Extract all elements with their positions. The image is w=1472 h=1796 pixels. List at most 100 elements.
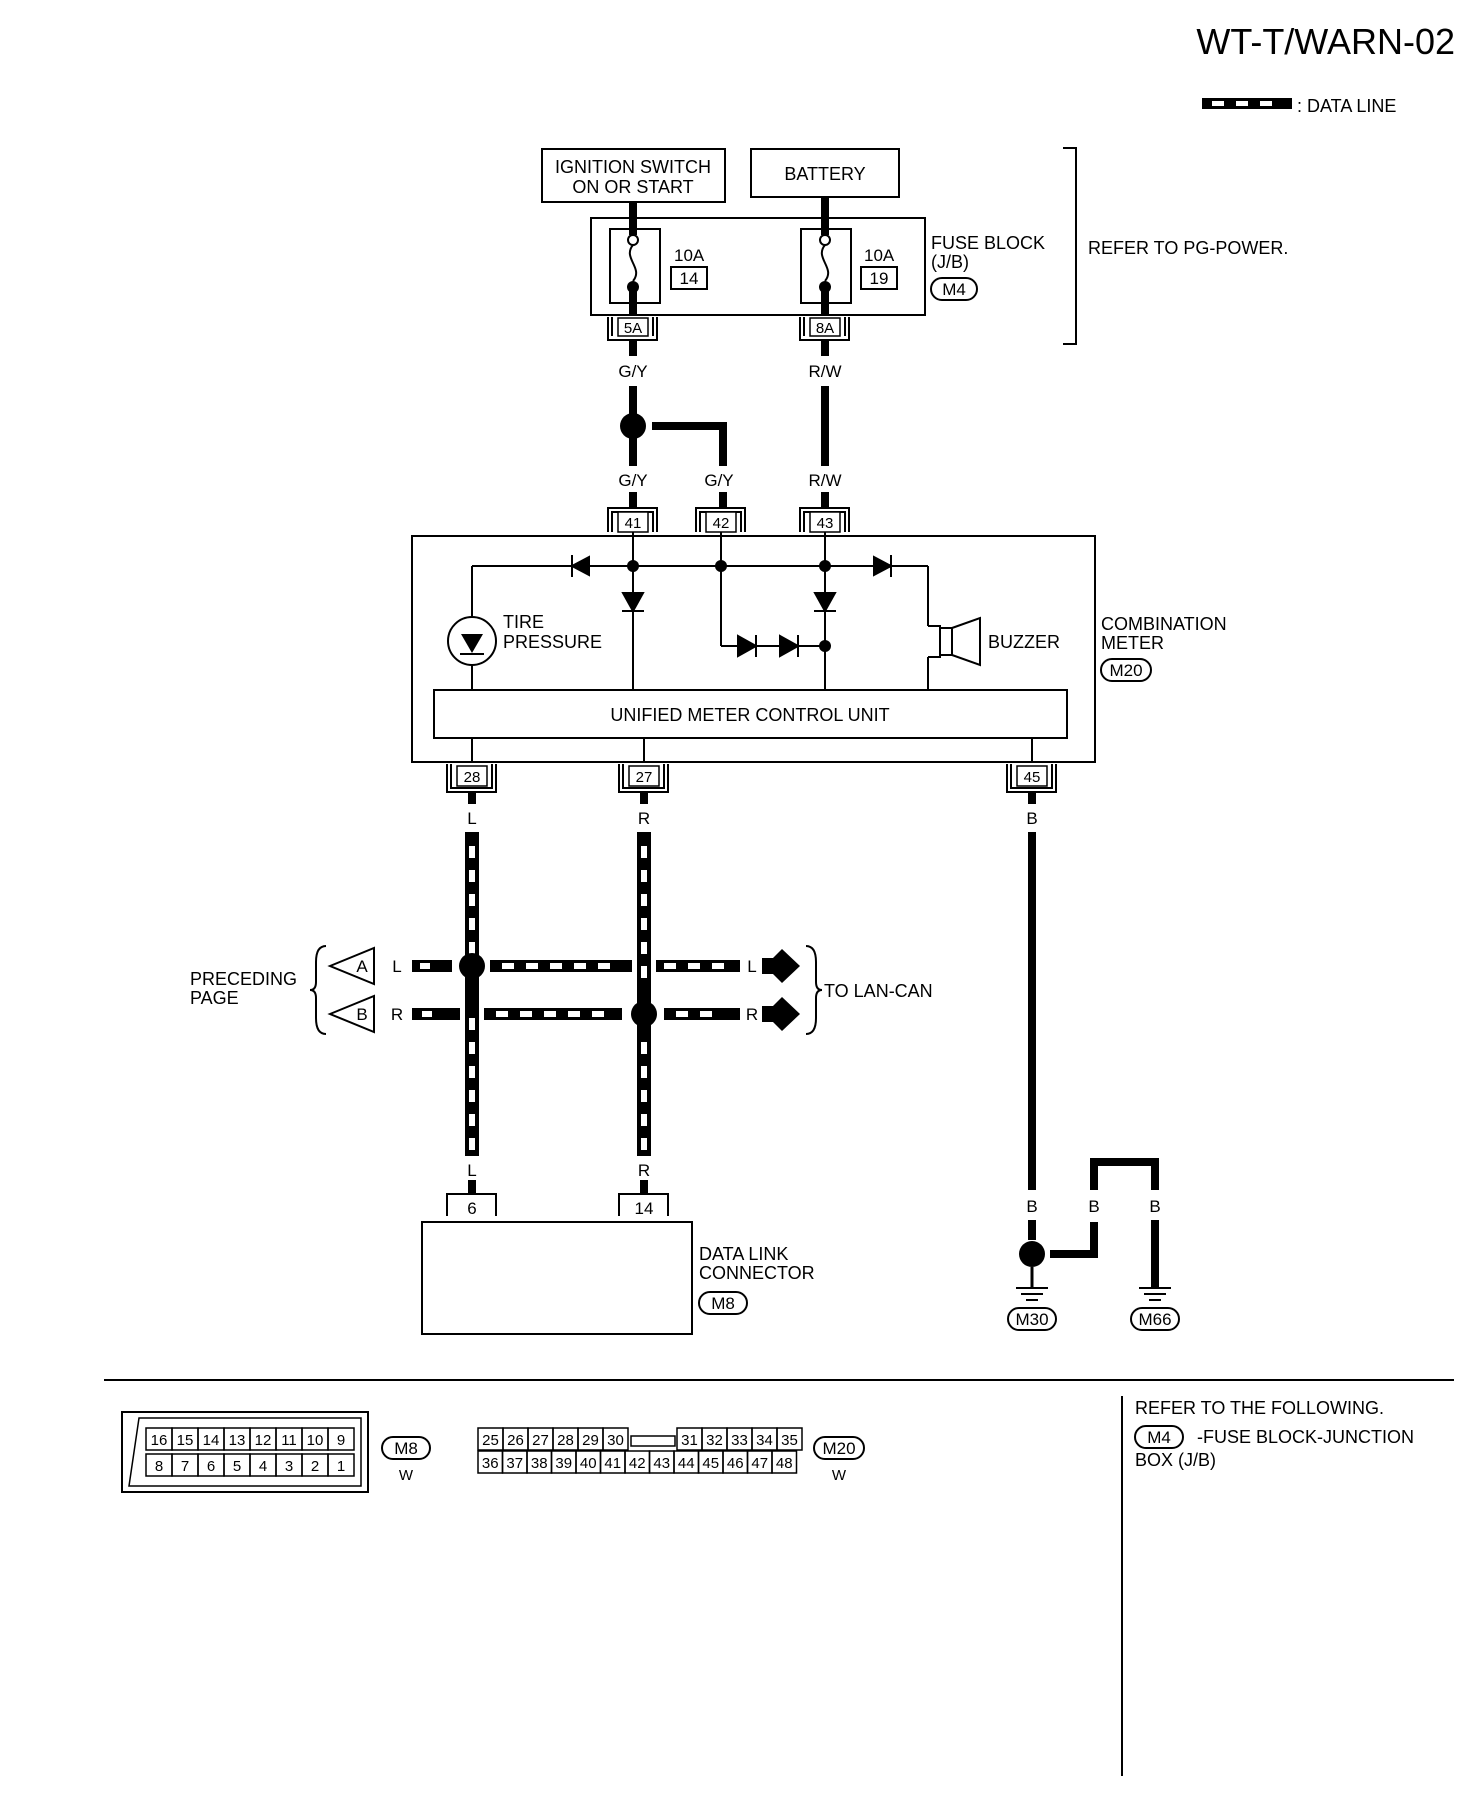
connector-pin-label: 9 (337, 1432, 345, 1449)
fuse-block-connector: M4 (942, 280, 966, 299)
connector-pin-label: 42 (629, 1455, 646, 1472)
wire-b-label-1: B (1026, 809, 1037, 828)
connector-pin-label: 31 (681, 1432, 698, 1449)
connector-pin-label: 44 (678, 1455, 695, 1472)
fuse-block-label-2: (J/B) (931, 252, 969, 272)
wire-b-label-2: B (1026, 1197, 1037, 1216)
fuse-14 (609, 218, 661, 315)
refer-line-1: REFER TO THE FOLLOWING. (1135, 1398, 1384, 1418)
data-line-l-horizontal (412, 949, 800, 983)
connector-pin-label: 16 (151, 1432, 168, 1449)
fuse-block (590, 217, 926, 316)
meter-terminal-45: 45 (1006, 764, 1057, 793)
connector-cell (602, 1427, 629, 1451)
svg-text:43: 43 (817, 515, 834, 532)
arrow-a-label: A (356, 957, 368, 976)
connector-pin-label: 32 (706, 1432, 723, 1449)
refer-line-3: BOX (J/B) (1135, 1450, 1216, 1470)
terminal-5a: 5A (624, 320, 642, 337)
connector-pin-label: 46 (727, 1455, 744, 1472)
meter-name-2: METER (1101, 633, 1164, 653)
ground-m66-icon (1139, 1287, 1171, 1301)
fuse1-amp: 10A (674, 246, 705, 265)
tire-pressure-lamp (447, 616, 497, 666)
tire-label-2: PRESSURE (503, 632, 602, 652)
battery-label: BATTERY (784, 164, 865, 184)
meter-terminal-28: 28 (446, 764, 497, 793)
connector-pin-label: 26 (507, 1432, 524, 1449)
data-line-r-horizontal (412, 997, 800, 1031)
dlc-terminal-14: 14 (635, 1199, 654, 1218)
meter-terminal-27: 27 (618, 764, 669, 793)
connector-pin-label: 8 (155, 1458, 163, 1475)
page-title: WT-T/WARN-02 (1196, 21, 1455, 62)
wire-b-label-4: B (1149, 1197, 1160, 1216)
connector-pin-label: 41 (604, 1455, 621, 1472)
wire-b-label-3: B (1088, 1197, 1099, 1216)
tire-label-1: TIRE (503, 612, 544, 632)
svg-text:28: 28 (464, 769, 481, 786)
connector-pin-label: 25 (482, 1432, 499, 1449)
connector-pin-label: 27 (532, 1432, 549, 1449)
connector-cell (327, 1453, 355, 1477)
wire-r-label-1: R (638, 809, 650, 828)
refer-pg-power: REFER TO PG-POWER. (1088, 238, 1288, 258)
fuse1-number: 14 (680, 269, 699, 288)
connector-pin-label: 35 (781, 1432, 798, 1449)
connector-pin-label: 10 (307, 1432, 324, 1449)
meter-terminal-43: 43 (799, 507, 850, 533)
buzzer-label: BUZZER (988, 632, 1060, 652)
connector-pin-label: 38 (531, 1455, 548, 1472)
wire-rw-label-1: R/W (808, 362, 841, 381)
m8-connector-label: M8 (394, 1439, 418, 1458)
connector-pin-label: 29 (582, 1432, 599, 1449)
fuse2-amp: 10A (864, 246, 895, 265)
dlc-connector: M8 (711, 1294, 735, 1313)
meter-internal-circuit (471, 532, 929, 690)
wire-r-label-4: R (746, 1005, 758, 1024)
connector-pin-label: 34 (756, 1432, 773, 1449)
connector-pin-label: 15 (177, 1432, 194, 1449)
connector-pin-label: 43 (653, 1455, 670, 1472)
connector-pin-label: 30 (607, 1432, 624, 1449)
diode-symbols (569, 555, 894, 658)
preceding-page-2: PAGE (190, 988, 239, 1008)
refer-connector: M4 (1147, 1428, 1171, 1447)
m20-connector-label: M20 (822, 1439, 855, 1458)
data-line-legend: : DATA LINE (1202, 96, 1396, 116)
wire-gy-label-3: G/Y (704, 471, 733, 490)
wire-l-label-1: L (467, 809, 476, 828)
wire-r-label-3: R (391, 1005, 403, 1024)
wire-l-label-3: L (392, 957, 401, 976)
svg-text:27: 27 (636, 769, 653, 786)
connector-pin-label: 7 (181, 1458, 189, 1475)
buzzer-icon (928, 616, 981, 667)
dlc-terminal-6: 6 (467, 1199, 476, 1218)
svg-text:42: 42 (713, 515, 730, 532)
terminal-8a: 8A (816, 320, 834, 337)
connector-pin-label: 14 (203, 1432, 220, 1449)
ground-wire-b (1028, 832, 1036, 1190)
splice-r (631, 1001, 657, 1027)
connector-pin-label: 1 (337, 1458, 345, 1475)
m8-color-label: W (399, 1467, 414, 1484)
connector-pin-label: 37 (506, 1455, 523, 1472)
connector-cell (771, 1450, 798, 1474)
connector-pin-label: 3 (285, 1458, 293, 1475)
wire-rw-label-2: R/W (808, 471, 841, 490)
connector-pin-label: 36 (482, 1455, 499, 1472)
connector-pin-label: 47 (751, 1455, 768, 1472)
data-line-label: : DATA LINE (1297, 96, 1396, 116)
splice-l (459, 953, 485, 979)
ignition-label-2: ON OR START (572, 177, 693, 197)
ground-m66-label: M66 (1138, 1310, 1171, 1329)
fuse-block-label-1: FUSE BLOCK (931, 233, 1045, 253)
connector-pin-label: 11 (281, 1432, 297, 1449)
wire-l-label-2: L (467, 1161, 476, 1180)
m20-color-label: W (832, 1467, 847, 1484)
meter-connector: M20 (1109, 661, 1142, 680)
arrow-a (327, 946, 375, 986)
connector-cell (776, 1427, 803, 1451)
data-line-r (637, 832, 651, 1156)
wire-l-label-4: L (747, 957, 756, 976)
